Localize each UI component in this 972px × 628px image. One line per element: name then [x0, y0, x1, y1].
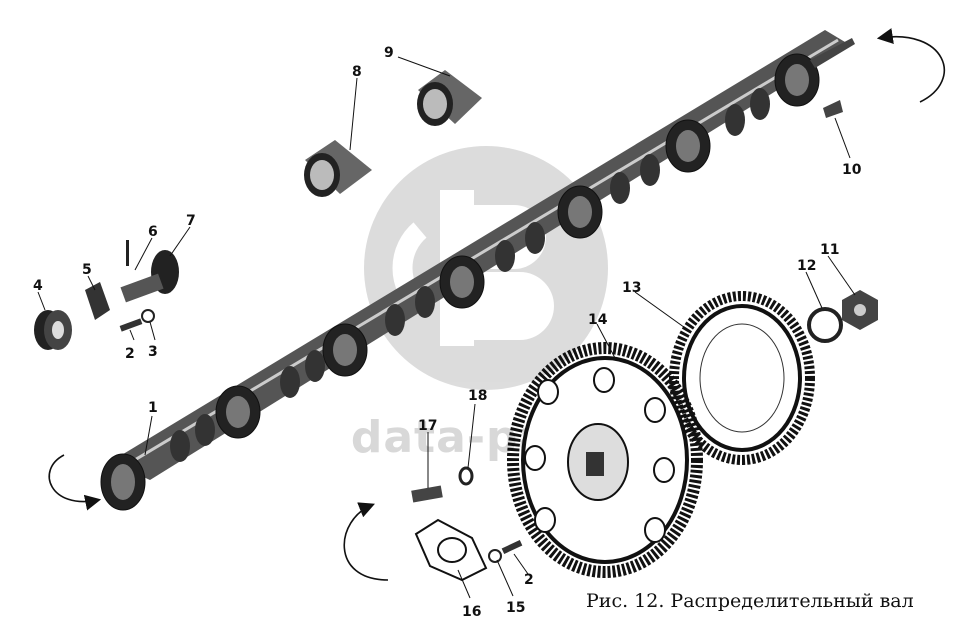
washer-15: [488, 549, 502, 563]
plate-16: [414, 518, 488, 582]
pin-6: [126, 240, 129, 266]
callout-9: 9: [384, 45, 394, 61]
callout-12: 12: [797, 258, 816, 274]
callout-7: 7: [186, 213, 196, 229]
rotation-arrow-bottom: [343, 502, 389, 581]
callout-10: 10: [842, 162, 862, 178]
washer-3: [141, 309, 155, 323]
gear-14: [507, 342, 703, 578]
callout-16: 16: [462, 604, 481, 620]
callout-3: 3: [148, 344, 158, 360]
pin-17: [411, 485, 443, 503]
callout-13: 13: [622, 280, 641, 296]
callout-2-left: 2: [125, 346, 135, 362]
leader-lines: [37, 56, 856, 599]
key-10: [823, 100, 843, 118]
callout-15: 15: [506, 600, 525, 616]
callout-8: 8: [352, 64, 362, 80]
callout-6: 6: [148, 224, 158, 240]
bolt-2-bottom: [501, 540, 523, 554]
bolt-2-left: [119, 318, 143, 332]
callout-5: 5: [82, 262, 92, 278]
bearing-4: [34, 310, 72, 350]
callout-2-bottom: 2: [524, 572, 534, 588]
flange-7: [120, 250, 179, 303]
callout-11: 11: [820, 242, 839, 258]
rotation-arrow-left: [48, 454, 102, 511]
nut-11: [842, 290, 878, 330]
bushing-9: [417, 70, 482, 126]
gear-13: [669, 291, 815, 465]
callout-17: 17: [418, 418, 437, 434]
callout-4: 4: [33, 278, 43, 294]
gear-5: [85, 282, 110, 320]
callout-14: 14: [588, 312, 608, 328]
lockwasher-12: [807, 307, 843, 343]
callout-18: 18: [468, 388, 487, 404]
figure-caption: Рис. 12. Распределительный вал: [586, 590, 914, 612]
clip-18: [458, 466, 474, 486]
bushing-8: [304, 140, 372, 197]
callout-labels: 1 2 3 4 5 6 7 8 9 10 11 12 13 14 15 16 1…: [33, 45, 862, 620]
rotation-arrows: [48, 28, 946, 581]
camshaft: [100, 30, 855, 511]
rotation-arrow-top: [876, 28, 946, 103]
callout-1: 1: [148, 400, 158, 416]
